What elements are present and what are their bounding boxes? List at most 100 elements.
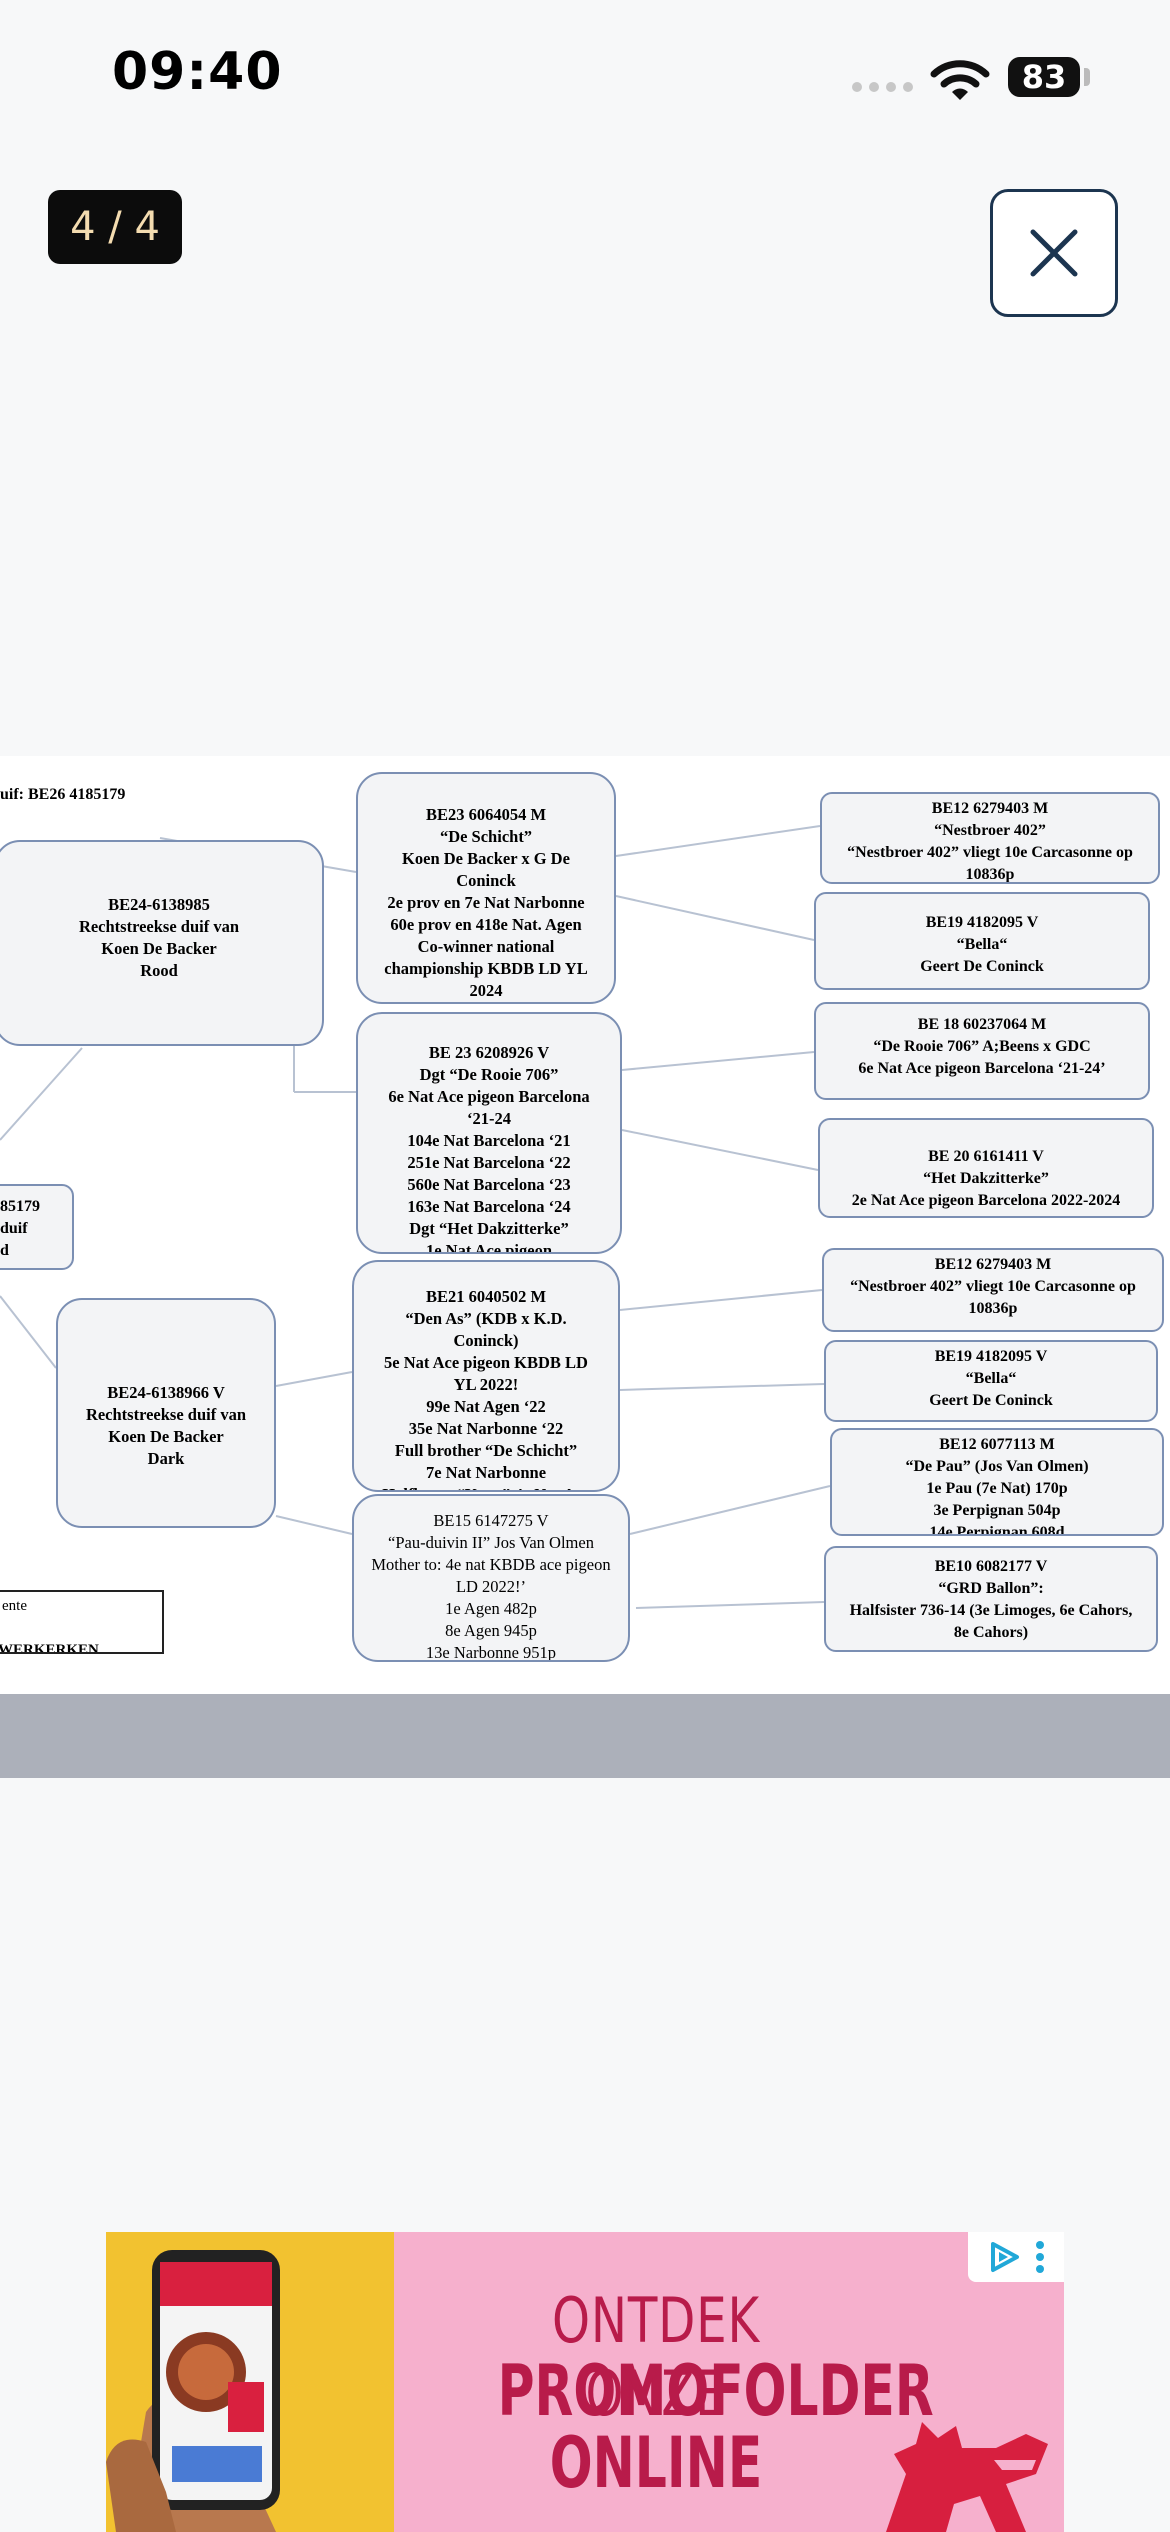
battery-cap	[1084, 68, 1090, 86]
status-time: 09:40	[112, 42, 283, 102]
pedigree-box-ggp-4: BE 20 6161411 V “Het Dakzitterke” 2e Nat…	[818, 1118, 1154, 1218]
box-line: 13e Narbonne 951p	[425, 1643, 557, 1662]
box-line: BE 20 6161411 V	[928, 1148, 1044, 1165]
pedigree-box-grandsire-1: BE23 6064054 M “De Schicht” Koen De Back…	[356, 772, 616, 1004]
box-line: Koen De Backer	[108, 1427, 224, 1446]
pedigree-image[interactable]: uif: BE26 4185179 BE24-6138985 Rechtstre…	[0, 756, 1170, 1694]
ad-choices-icon	[991, 2242, 1019, 2272]
pedigree-box-granddam-2: BE15 6147275 V “Pau-duivin II” Jos Van O…	[352, 1494, 630, 1662]
box-line: “Pau-duivin II” Jos Van Olmen	[388, 1533, 594, 1552]
box-line: “De Pau” (Jos Van Olmen)	[905, 1458, 1089, 1475]
box-line: BE23 6064054 M	[425, 805, 547, 824]
pedigree-subject-label: uif: BE26 4185179	[0, 786, 126, 803]
ad-banner[interactable]: ONTDEK ONZE PROMOFOLDER ONLINE	[106, 2232, 1064, 2532]
lion-logo-icon	[886, 2422, 1048, 2532]
legend-line: ente	[2, 1598, 27, 1614]
box-line: Coninck)	[453, 1331, 519, 1350]
box-line: Dgt “De Rooie 706”	[419, 1065, 559, 1084]
pedigree-box-sire: BE24-6138985 Rechtstreekse duif van Koen…	[0, 840, 324, 1046]
box-line: Coninck	[456, 871, 516, 890]
box-line: 7e Nat Narbonne	[425, 1463, 547, 1482]
box-line: BE24-6138966 V	[107, 1383, 225, 1402]
box-line: Mother to: 4e nat KBDB ace pigeon	[371, 1555, 611, 1574]
box-line: 60e prov en 418e Nat. Agen	[390, 915, 582, 934]
box-line: BE19 4182095 V	[934, 1348, 1048, 1365]
box-line: Dgt “Het Dakzitterke”	[409, 1219, 569, 1238]
box-line: “GRD Ballon”:	[938, 1580, 1044, 1597]
box-line: Dark	[147, 1449, 185, 1468]
ad-headline-line-1: ONTDEK ONZE	[552, 2284, 760, 2430]
pedigree-box-grandsire-2: BE21 6040502 M “Den As” (KDB x K.D. Coni…	[352, 1260, 620, 1492]
box-line: BE15 6147275 V	[433, 1511, 549, 1530]
box-line: BE21 6040502 M	[425, 1287, 547, 1306]
phone-in-hand-image	[106, 2250, 280, 2532]
box-line: “De Schicht”	[439, 827, 533, 846]
box-line: 3e Perpignan 504p	[933, 1502, 1061, 1519]
box-line: 5e Nat Ace pigeon KBDB LD	[384, 1353, 588, 1372]
more-options-icon[interactable]	[1035, 2240, 1045, 2274]
legend-box: ente WERKERKEN	[0, 1590, 164, 1654]
box-line: 2e prov en 7e Nat Narbonne	[387, 893, 585, 912]
box-line: BE 18 60237064 M	[917, 1016, 1047, 1033]
box-line: BE24-6138985	[108, 895, 210, 914]
box-line: 251e Nat Barcelona ‘22	[407, 1153, 571, 1172]
close-button[interactable]	[990, 189, 1118, 317]
box-line: 10836p	[965, 866, 1015, 883]
pedigree-box-ggp-6: BE19 4182095 V “Bella“ Geert De Coninck	[824, 1340, 1158, 1422]
box-line: duif	[0, 1220, 28, 1237]
ad-headline-line-2: PROMOFOLDER	[497, 2350, 934, 2432]
box-line: “Bella“	[956, 936, 1008, 953]
box-line: YL 2022!	[453, 1375, 519, 1394]
pedigree-box-ggp-3: BE 18 60237064 M “De Rooie 706” A;Beens …	[814, 1002, 1150, 1100]
box-line: 8e Cahors)	[953, 1624, 1029, 1641]
box-line: BE12 6077113 M	[939, 1436, 1055, 1453]
pedigree-box-ggp-1: BE12 6279403 M “Nestbroer 402” “Nestbroe…	[820, 792, 1160, 884]
pedigree-box-ggp-5: BE12 6279403 M “Nestbroer 402” vliegt 10…	[822, 1248, 1164, 1332]
box-line: ‘21-24	[467, 1109, 511, 1128]
box-line: Halfbroer “Koen” 4e Nat Ace	[354, 1484, 618, 1490]
box-line: 6e Nat Ace pigeon Barcelona ‘21-24’	[858, 1060, 1106, 1077]
page-counter: 4 / 4	[48, 190, 182, 264]
pedigree-box-ggp-7: BE12 6077113 M “De Pau” (Jos Van Olmen) …	[830, 1428, 1164, 1536]
box-line: 2e Nat Ace pigeon Barcelona 2022-2024	[851, 1192, 1121, 1209]
box-line: 99e Nat Agen ‘22	[426, 1397, 546, 1416]
box-line: 560e Nat Barcelona ‘23	[407, 1175, 571, 1194]
box-line: d	[0, 1242, 9, 1259]
box-line: 8e Agen 945p	[445, 1621, 537, 1640]
box-line: BE 23 6208926 V	[428, 1043, 550, 1062]
box-line: 104e Nat Barcelona ‘21	[407, 1131, 571, 1150]
ad-headline-line-3: ONLINE	[549, 2422, 763, 2504]
box-line: “Nestbroer 402” vliegt 10e Carcasonne op	[850, 1278, 1136, 1295]
box-line: Co-winner national	[417, 937, 555, 956]
box-line: 14e Perpignan 608d	[929, 1524, 1065, 1536]
box-line: Full brother “De Schicht”	[394, 1441, 578, 1460]
cellular-signal-icon	[852, 82, 913, 92]
box-line: BE19 4182095 V	[925, 914, 1039, 931]
pedigree-box-ggp-2: BE19 4182095 V “Bella“ Geert De Coninck	[814, 892, 1150, 990]
box-line: “Nestbroer 402” vliegt 10e Carcasonne op	[847, 844, 1133, 861]
box-line: Rechtstreekse duif van	[85, 1405, 247, 1424]
box-line: 10836p	[968, 1300, 1018, 1317]
box-line: 35e Nat Narbonne ‘22	[408, 1419, 564, 1438]
box-line: 1e Pau (7e Nat) 170p	[926, 1480, 1068, 1497]
pedigree-box-granddam-1: BE 23 6208926 V Dgt “De Rooie 706” 6e Na…	[356, 1012, 622, 1254]
wifi-icon	[930, 60, 990, 100]
ad-image-panel	[106, 2232, 394, 2532]
box-line: 163e Nat Barcelona ‘24	[407, 1197, 571, 1216]
pedigree-box-subject-partial: 85179 duif d	[0, 1184, 74, 1270]
ad-choices-button[interactable]	[968, 2232, 1064, 2282]
box-line: 1e Agen 482p	[445, 1599, 537, 1618]
box-line: “Nestbroer 402”	[934, 822, 1046, 839]
box-line: championship KBDB LD YL	[384, 959, 588, 978]
box-line: 2024	[469, 981, 503, 1000]
box-line: BE10 6082177 V	[934, 1558, 1048, 1575]
box-line: Rood	[140, 961, 178, 980]
box-line: “Het Dakzitterke”	[923, 1170, 1049, 1187]
box-line: “De Rooie 706” A;Beens x GDC	[873, 1038, 1091, 1055]
box-line: BE12 6279403 M	[934, 1256, 1052, 1273]
box-line: “Den As” (KDB x K.D.	[405, 1309, 567, 1328]
box-line: Koen De Backer	[101, 939, 217, 958]
legend-line: WERKERKEN	[0, 1642, 99, 1654]
box-line: 1e Nat Ace pigeon	[425, 1241, 553, 1254]
box-line: “Bella“	[965, 1370, 1017, 1387]
